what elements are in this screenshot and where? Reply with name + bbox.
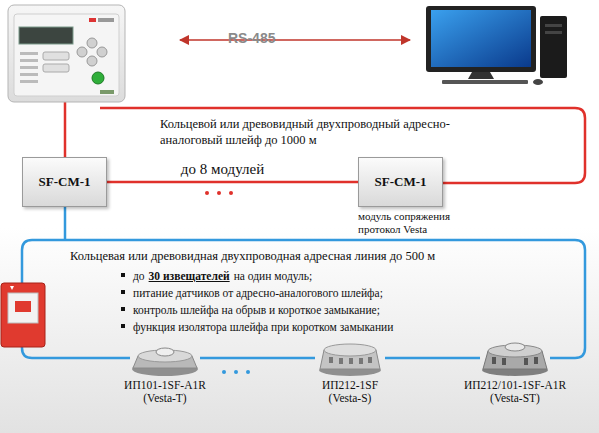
ellipsis-dot bbox=[205, 191, 209, 195]
bullet-mark bbox=[121, 307, 125, 311]
module-box: SF-CM-1 bbox=[358, 157, 443, 207]
rs485-arrow bbox=[180, 39, 410, 41]
detector-node: ИП212/101-1SF-A1R (Vesta-ST) bbox=[455, 338, 575, 405]
feature-text: функция изолятора шлейфа при коротком за… bbox=[133, 320, 393, 334]
interface-module: SF-CM-1 модуль сопряжения протокол Vesta bbox=[358, 157, 473, 236]
detector-caption: ИП101-1SF-A1R (Vesta-T) bbox=[115, 379, 215, 405]
control-panel bbox=[8, 5, 125, 102]
feature-text: питание датчиков от адресно-аналогового … bbox=[133, 286, 383, 300]
bullet-mark bbox=[121, 324, 125, 328]
loop-connector bbox=[200, 357, 315, 360]
detector-image bbox=[130, 338, 200, 378]
blue-loop-wire bbox=[22, 240, 585, 358]
feature-text: контроль шлейфа на обрыв и короткое замы… bbox=[133, 303, 380, 317]
module-caption: модуль сопряжения протокол Vesta bbox=[358, 210, 468, 236]
ellipsis-dot bbox=[222, 370, 226, 374]
feature-text: 30 извещателей bbox=[149, 270, 230, 282]
module-box: SF-CM-1 bbox=[22, 157, 107, 207]
loop-note: Кольцевой или древовидный двухпроводный … bbox=[160, 116, 472, 148]
interface-module: SF-CM-1 bbox=[22, 157, 107, 207]
detector-image bbox=[480, 338, 550, 378]
blue-loop-wire bbox=[64, 207, 67, 240]
computer bbox=[426, 6, 567, 85]
feature-text: до bbox=[133, 270, 145, 282]
feature-text: на один модуль; bbox=[234, 270, 313, 282]
ellipsis-dot bbox=[217, 191, 221, 195]
detector-caption: ИП212-1SF (Vesta-S) bbox=[310, 379, 390, 405]
bullet-mark bbox=[121, 290, 125, 294]
red-loop-wire bbox=[100, 108, 585, 183]
loop-connector bbox=[107, 181, 358, 184]
module-title: SF-CM-1 bbox=[39, 174, 91, 190]
ellipsis-dot bbox=[246, 370, 250, 374]
detector-node: ИП212-1SF (Vesta-S) bbox=[300, 338, 400, 405]
detector-image bbox=[315, 338, 385, 378]
text-row: до 30 извещателей на один модуль; bbox=[133, 269, 316, 283]
edge-label: до 8 модулей bbox=[181, 161, 264, 178]
bullet-mark bbox=[121, 273, 125, 277]
line-note: Кольцевая или древовидная двухпроводная … bbox=[70, 249, 510, 264]
loop-connector bbox=[385, 357, 480, 360]
ellipsis-dot bbox=[229, 191, 233, 195]
red-loop-wire bbox=[64, 100, 67, 157]
ellipsis-dot bbox=[234, 370, 238, 374]
module-title: SF-CM-1 bbox=[375, 174, 427, 190]
detector-caption: ИП212/101-1SF-A1R (Vesta-ST) bbox=[459, 379, 571, 405]
detector-node: ИП101-1SF-A1R (Vesta-T) bbox=[115, 338, 215, 405]
signal-name: RS-485 bbox=[228, 30, 275, 46]
manual-call-point bbox=[1, 283, 45, 347]
